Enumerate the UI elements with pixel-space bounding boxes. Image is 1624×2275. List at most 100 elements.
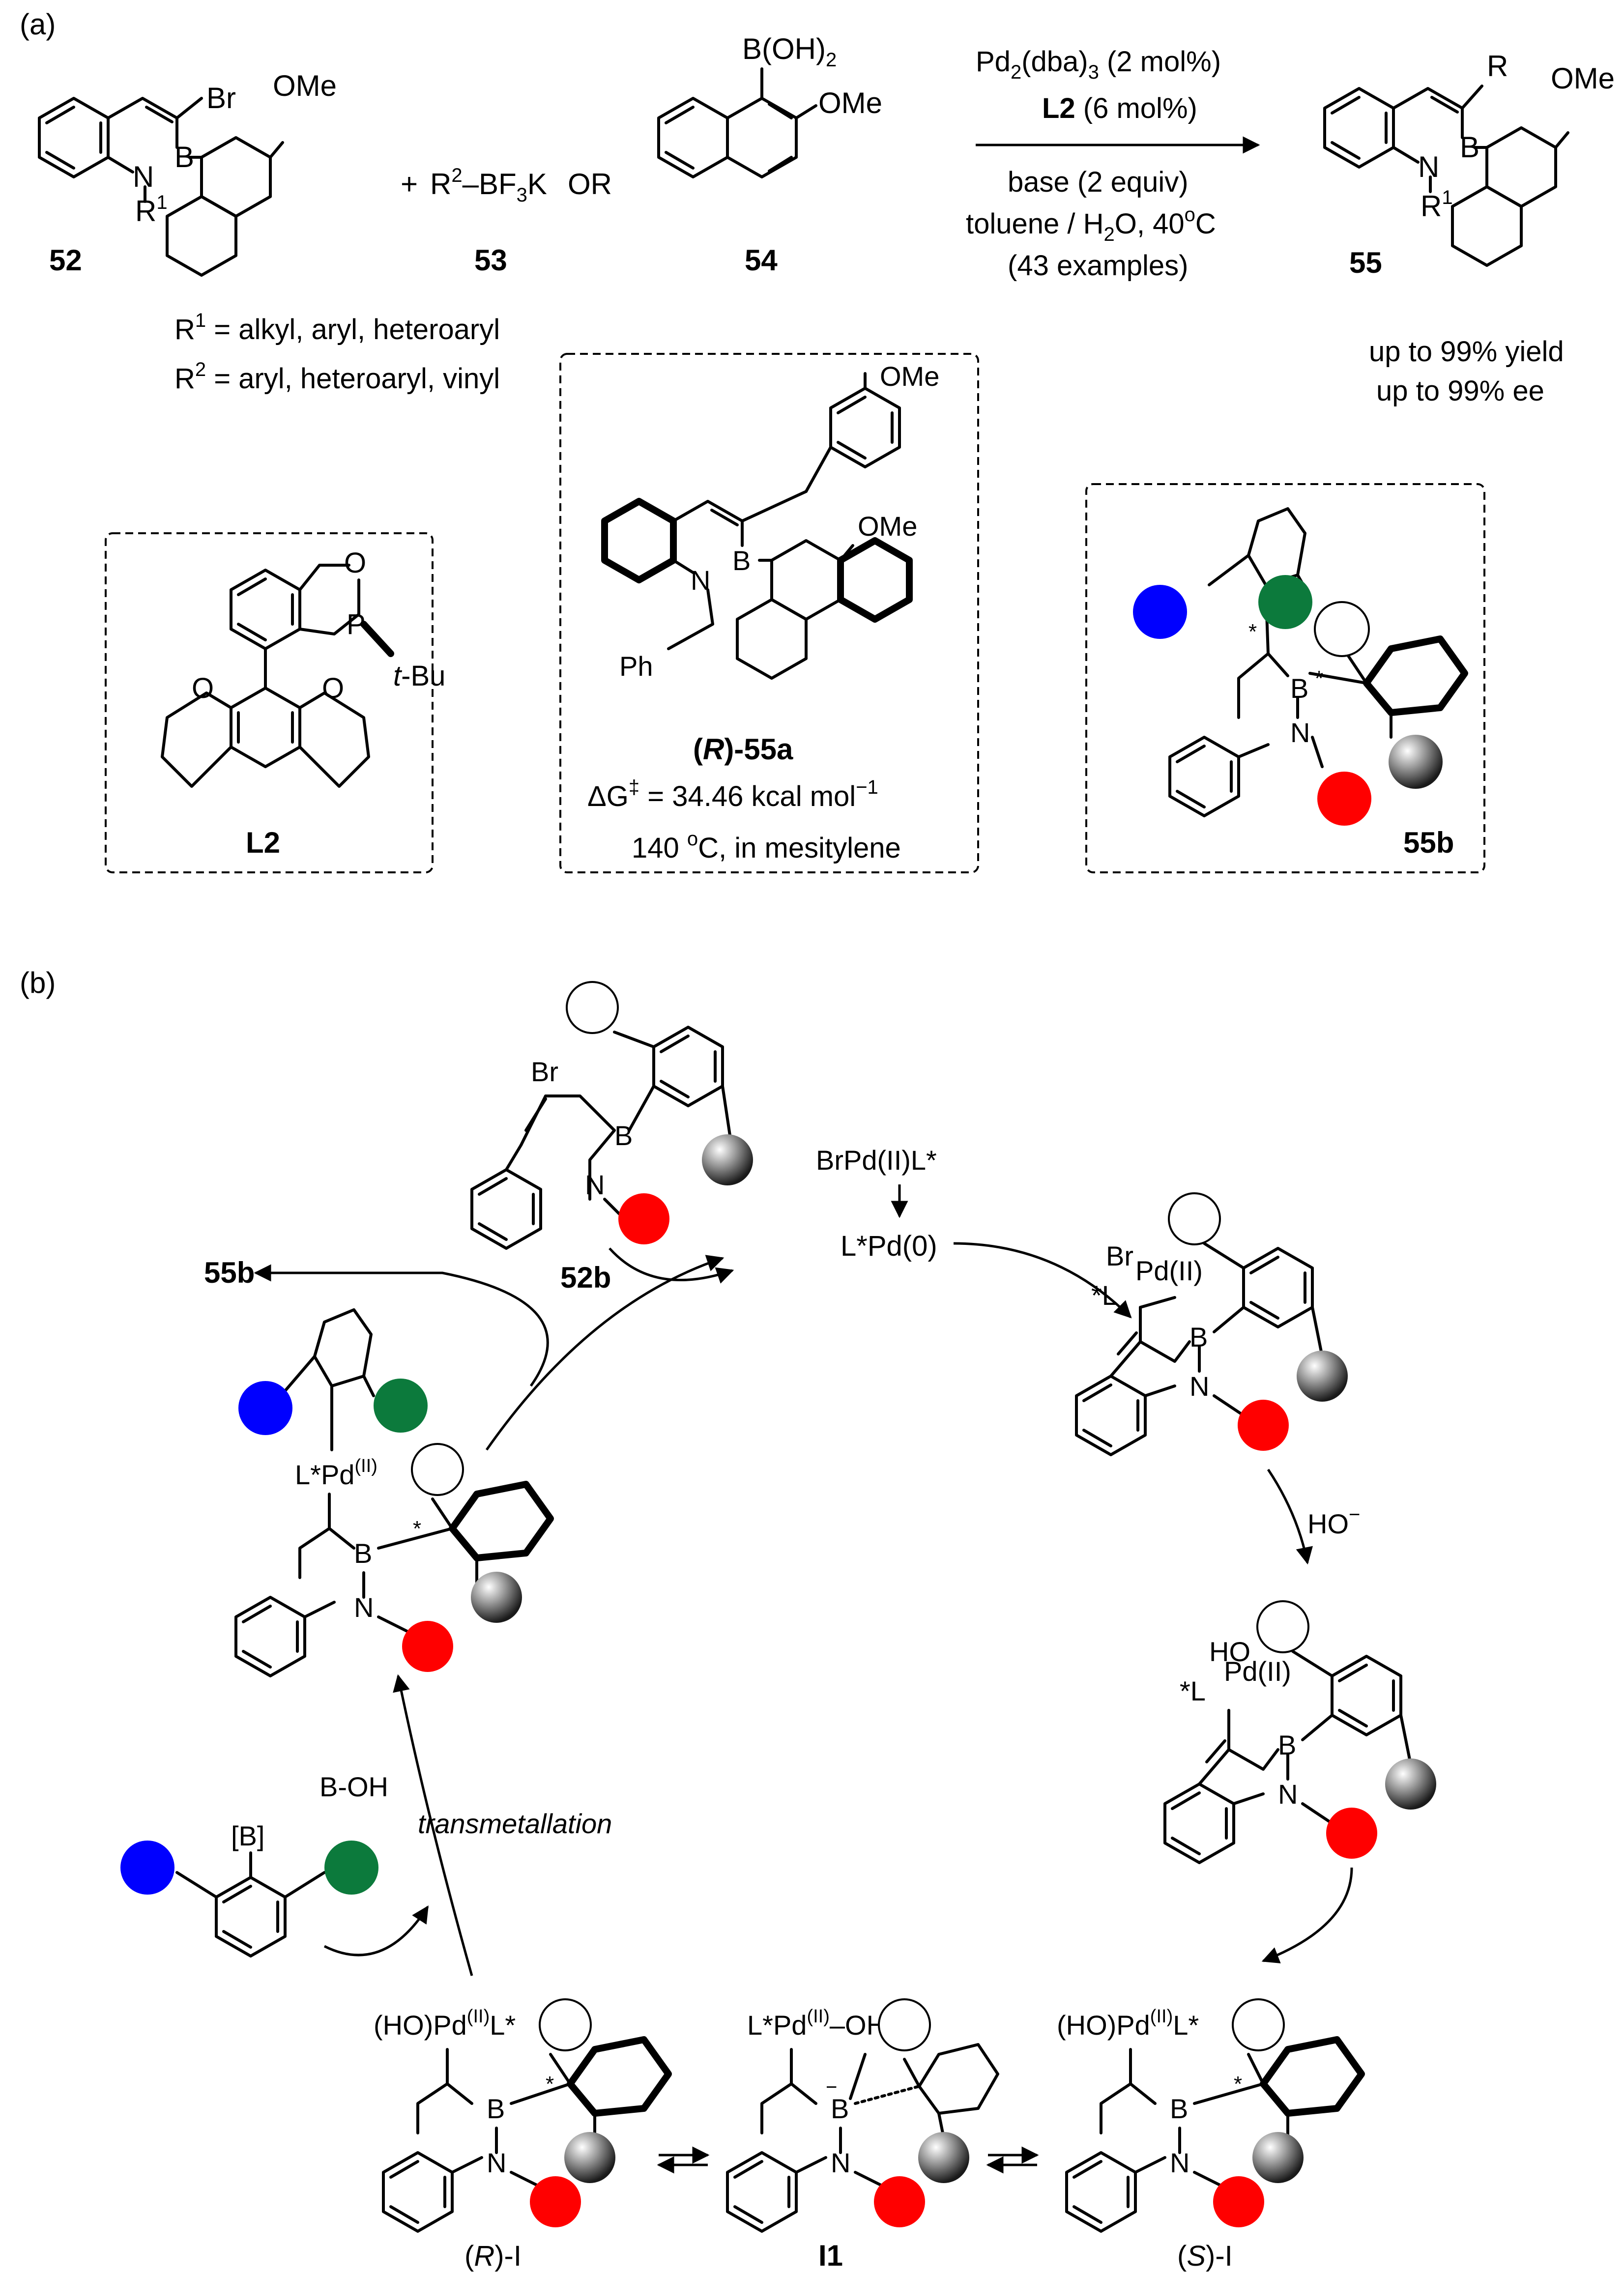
int-S-structure <box>1065 2036 1365 2233</box>
red-sphere <box>1317 772 1371 826</box>
panel-b-label: (b) <box>20 966 56 999</box>
c55-ome: OMe <box>1551 62 1615 95</box>
pd-aryl-structure <box>234 1308 554 1677</box>
int-S-b: B <box>1170 2093 1188 2124</box>
compound-55-label: 55 <box>1349 246 1382 279</box>
pd-aryl-n: N <box>354 1592 374 1623</box>
c53-formula: R2–BF3K <box>430 165 547 206</box>
aryl-boron-blue <box>120 1841 174 1895</box>
c55-r1: R1 <box>1421 187 1453 223</box>
c55-b: B <box>1460 131 1479 164</box>
c52b-red <box>618 1193 669 1244</box>
compound-54-structure <box>657 67 817 178</box>
oxadd-b: B <box>1189 1322 1208 1353</box>
aryl-boron-label: [B] <box>231 1820 264 1851</box>
int-S-n: N <box>1170 2147 1189 2178</box>
compound-53-label: 53 <box>474 244 507 277</box>
c55b-star2: * <box>1315 666 1323 691</box>
c55a-label: (R)-55a <box>693 733 793 766</box>
int-I1-n: N <box>831 2147 850 2178</box>
int-I1-white <box>878 1998 931 2051</box>
c52b-white <box>566 981 619 1034</box>
compound-52-structure <box>38 97 284 277</box>
cond-line1: Pd2(dba)3 (2 mol%) <box>976 46 1221 83</box>
int-R-label: (R)-I <box>464 2240 522 2272</box>
oxadd-gray <box>1297 1351 1348 1402</box>
equilibrium-right <box>986 2146 1039 2174</box>
oxadd-n: N <box>1189 1371 1209 1402</box>
oxadd-white <box>1168 1192 1221 1245</box>
c52b-structure <box>470 1026 731 1250</box>
transmet-label: transmetallation <box>418 1808 612 1839</box>
int-R-star: * <box>546 2072 554 2096</box>
pd-aryl-gray <box>471 1572 522 1623</box>
arrow-oxadd-to-hydroxo <box>1267 1469 1313 1565</box>
blue-sphere <box>1133 585 1187 639</box>
c54-boronic: B(OH)2 <box>742 32 837 71</box>
cond-line5: (43 examples) <box>1008 250 1188 282</box>
int-I1-structure <box>726 2043 999 2233</box>
pd-aryl-red <box>402 1621 453 1672</box>
c55b-star1: * <box>1248 620 1257 644</box>
oxadd-red <box>1238 1400 1289 1451</box>
hydroxo-b: B <box>1278 1729 1296 1760</box>
c52-n: N <box>133 160 154 193</box>
hydroxo-gray <box>1385 1758 1436 1810</box>
hydroxo-l: *L <box>1180 1675 1206 1706</box>
r2-definition: R2 = aryl, heteroaryl, vinyl <box>174 359 500 395</box>
int-S-red <box>1213 2176 1264 2227</box>
white-sphere <box>1314 601 1370 657</box>
cond-line4: toluene / H2O, 40oC <box>966 204 1216 245</box>
c55a-ph: Ph <box>619 651 653 682</box>
c52b-gray <box>702 1134 753 1185</box>
int-R-pd: (HO)Pd(II)L* <box>374 2006 516 2041</box>
pd0-label: L*Pd(0) <box>841 1230 937 1262</box>
ee-line: up to 99% ee <box>1376 375 1544 407</box>
int-R-white <box>539 1998 592 2051</box>
hydroxo-white <box>1256 1600 1309 1653</box>
int-S-star: * <box>1234 2072 1242 2096</box>
c55b-label: 55b <box>1403 826 1454 859</box>
int-R-red <box>530 2176 581 2227</box>
hydroxo-structure <box>1163 1650 1412 1864</box>
l2-o2: O <box>192 672 214 704</box>
int-I1-red <box>874 2176 925 2227</box>
green-sphere <box>1258 575 1312 629</box>
c55-n: N <box>1418 150 1439 183</box>
oxadd-br: Br <box>1106 1240 1133 1271</box>
c55a-structure <box>601 372 913 680</box>
hydroxo-ho: HO <box>1209 1636 1250 1667</box>
c55a-dg: ΔG‡ = 34.46 kcal mol−1 <box>587 777 878 812</box>
l2-label: L2 <box>246 826 280 859</box>
box-55a <box>559 353 979 873</box>
c52b-label: 52b <box>560 1261 611 1294</box>
compound-55-structure <box>1323 85 1569 267</box>
int-R-b: B <box>487 2093 505 2124</box>
c52-r1: R1 <box>135 192 168 228</box>
cond-line2: L2 (6 mol%) <box>1042 92 1197 124</box>
panel-a-label: (a) <box>20 8 56 41</box>
l2-p: P <box>347 608 366 640</box>
boh-label: B-OH <box>319 1771 388 1802</box>
box-55b <box>1085 483 1485 873</box>
int-R-structure <box>382 2036 672 2233</box>
aryl-boron-green <box>324 1841 378 1895</box>
c55a-n: N <box>691 565 710 596</box>
or-label: OR <box>568 168 612 201</box>
pd-aryl-green <box>374 1379 428 1433</box>
cond-line3: base (2 equiv) <box>1008 166 1189 198</box>
int-I1-pd: L*Pd(II)–OH <box>747 2006 886 2041</box>
c55b-structure <box>1168 507 1468 817</box>
c52b-b: B <box>614 1120 633 1151</box>
int-S-label: (S)-I <box>1177 2240 1233 2272</box>
hydroxo-red <box>1326 1808 1377 1859</box>
int-I1-b: B <box>831 2093 849 2124</box>
pd-aryl-b: B <box>354 1538 372 1569</box>
c52-b: B <box>174 141 194 173</box>
r1-definition: R1 = alkyl, aryl, heteroaryl <box>174 310 500 346</box>
yield-line: up to 99% yield <box>1369 336 1564 368</box>
arrow-transmetallation <box>393 1674 473 1976</box>
pd-aryl-pd: L*Pd(II) <box>295 1456 377 1490</box>
c52b-n: N <box>585 1169 605 1200</box>
